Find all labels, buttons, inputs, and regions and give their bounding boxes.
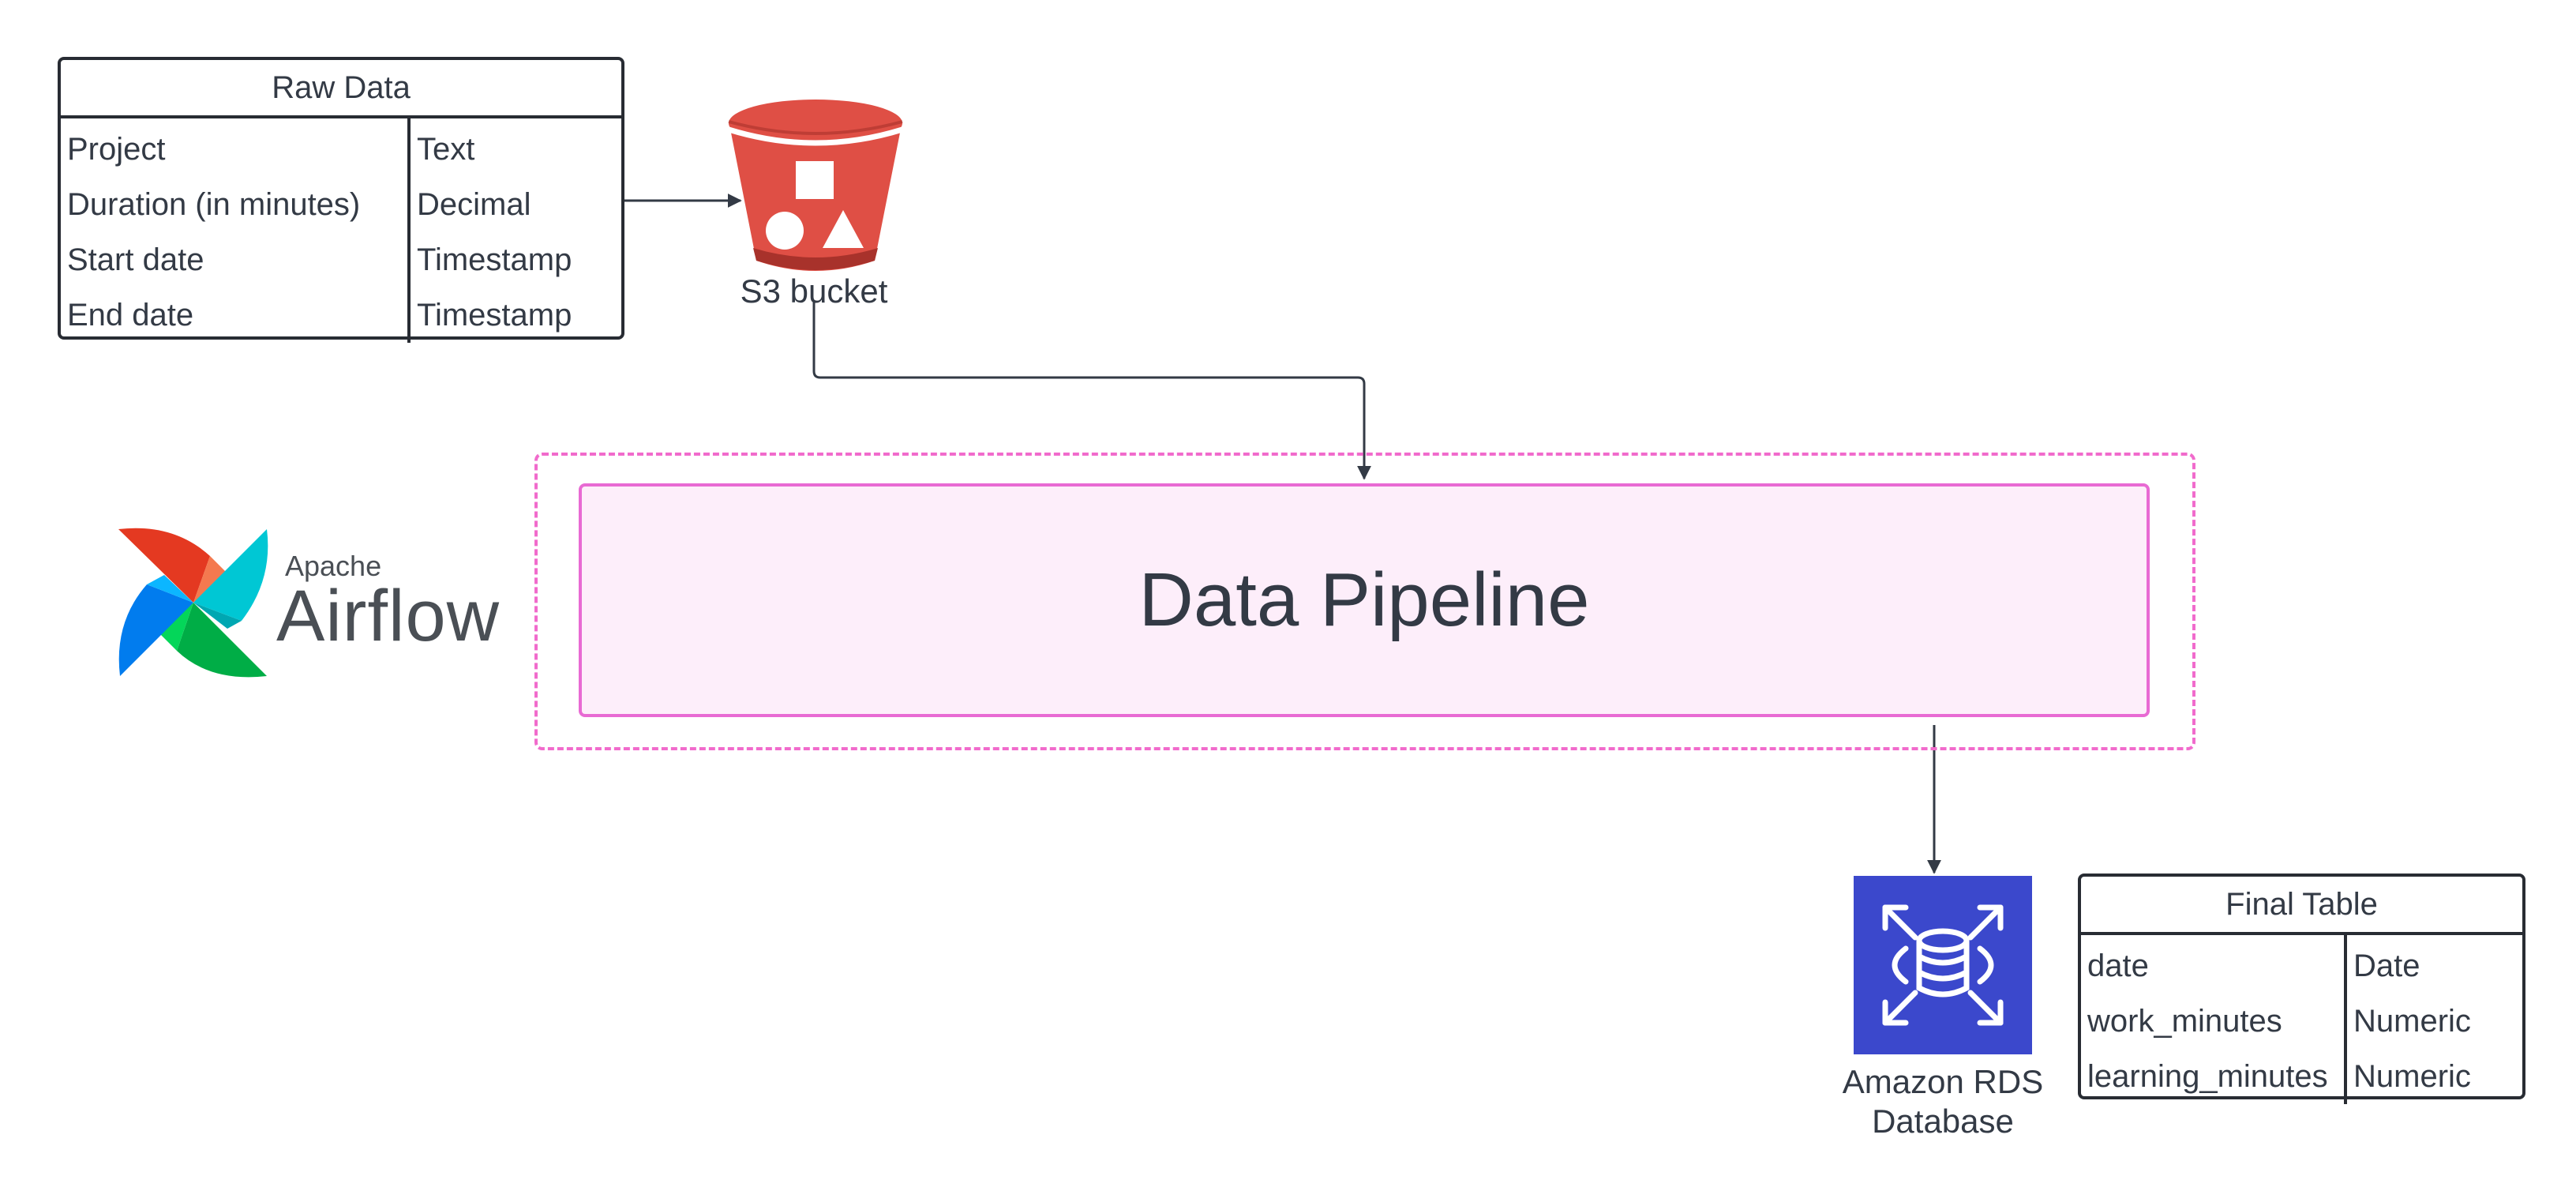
- final-field: work_minutes: [2087, 1003, 2282, 1039]
- raw-type: Timestamp: [417, 242, 572, 277]
- arrow-s3-to-pipeline: [812, 300, 1371, 480]
- data-pipeline-box: [579, 483, 2150, 717]
- final-table-title: Final Table: [2081, 877, 2522, 935]
- raw-type: Timestamp: [417, 297, 572, 333]
- airflow-pinwheel-icon: [118, 528, 268, 678]
- final-field: learning_minutes: [2087, 1058, 2328, 1094]
- data-pipeline-title: Data Pipeline: [1138, 558, 1590, 642]
- raw-field: End date: [67, 297, 194, 333]
- rds-label-line1: Amazon RDS: [1842, 1063, 2044, 1100]
- raw-data-table: Raw Data Project Duration (in minutes) S…: [58, 57, 624, 343]
- raw-data-field-column: Project Duration (in minutes) Start date…: [61, 118, 411, 343]
- final-table: Final Table date work_minutes learning_m…: [2078, 874, 2525, 1104]
- final-type: Numeric: [2353, 1003, 2471, 1039]
- final-type: Numeric: [2353, 1058, 2471, 1094]
- s3-bucket-icon: [727, 100, 904, 271]
- final-table-field-column: date work_minutes learning_minutes: [2081, 935, 2347, 1104]
- airflow-logo-text: Airflow: [276, 576, 501, 656]
- raw-field: Duration (in minutes): [67, 186, 361, 222]
- final-field: date: [2087, 948, 2149, 983]
- pipeline-dashed-frame: [534, 453, 2195, 750]
- raw-field: Project: [67, 131, 166, 167]
- airflow-logo-apache-text: Apache: [285, 550, 382, 582]
- raw-type: Decimal: [417, 186, 531, 222]
- raw-data-type-column: Text Decimal Timestamp Timestamp: [411, 118, 572, 343]
- raw-type: Text: [417, 131, 475, 167]
- raw-field: Start date: [67, 242, 204, 277]
- raw-data-title: Raw Data: [61, 60, 621, 118]
- final-table-type-column: Date Numeric Numeric: [2347, 935, 2471, 1104]
- amazon-rds-icon: [1854, 876, 2032, 1054]
- s3-bucket-label: S3 bucket: [740, 272, 888, 310]
- rds-label-line2: Database: [1872, 1103, 2014, 1140]
- final-type: Date: [2353, 948, 2420, 983]
